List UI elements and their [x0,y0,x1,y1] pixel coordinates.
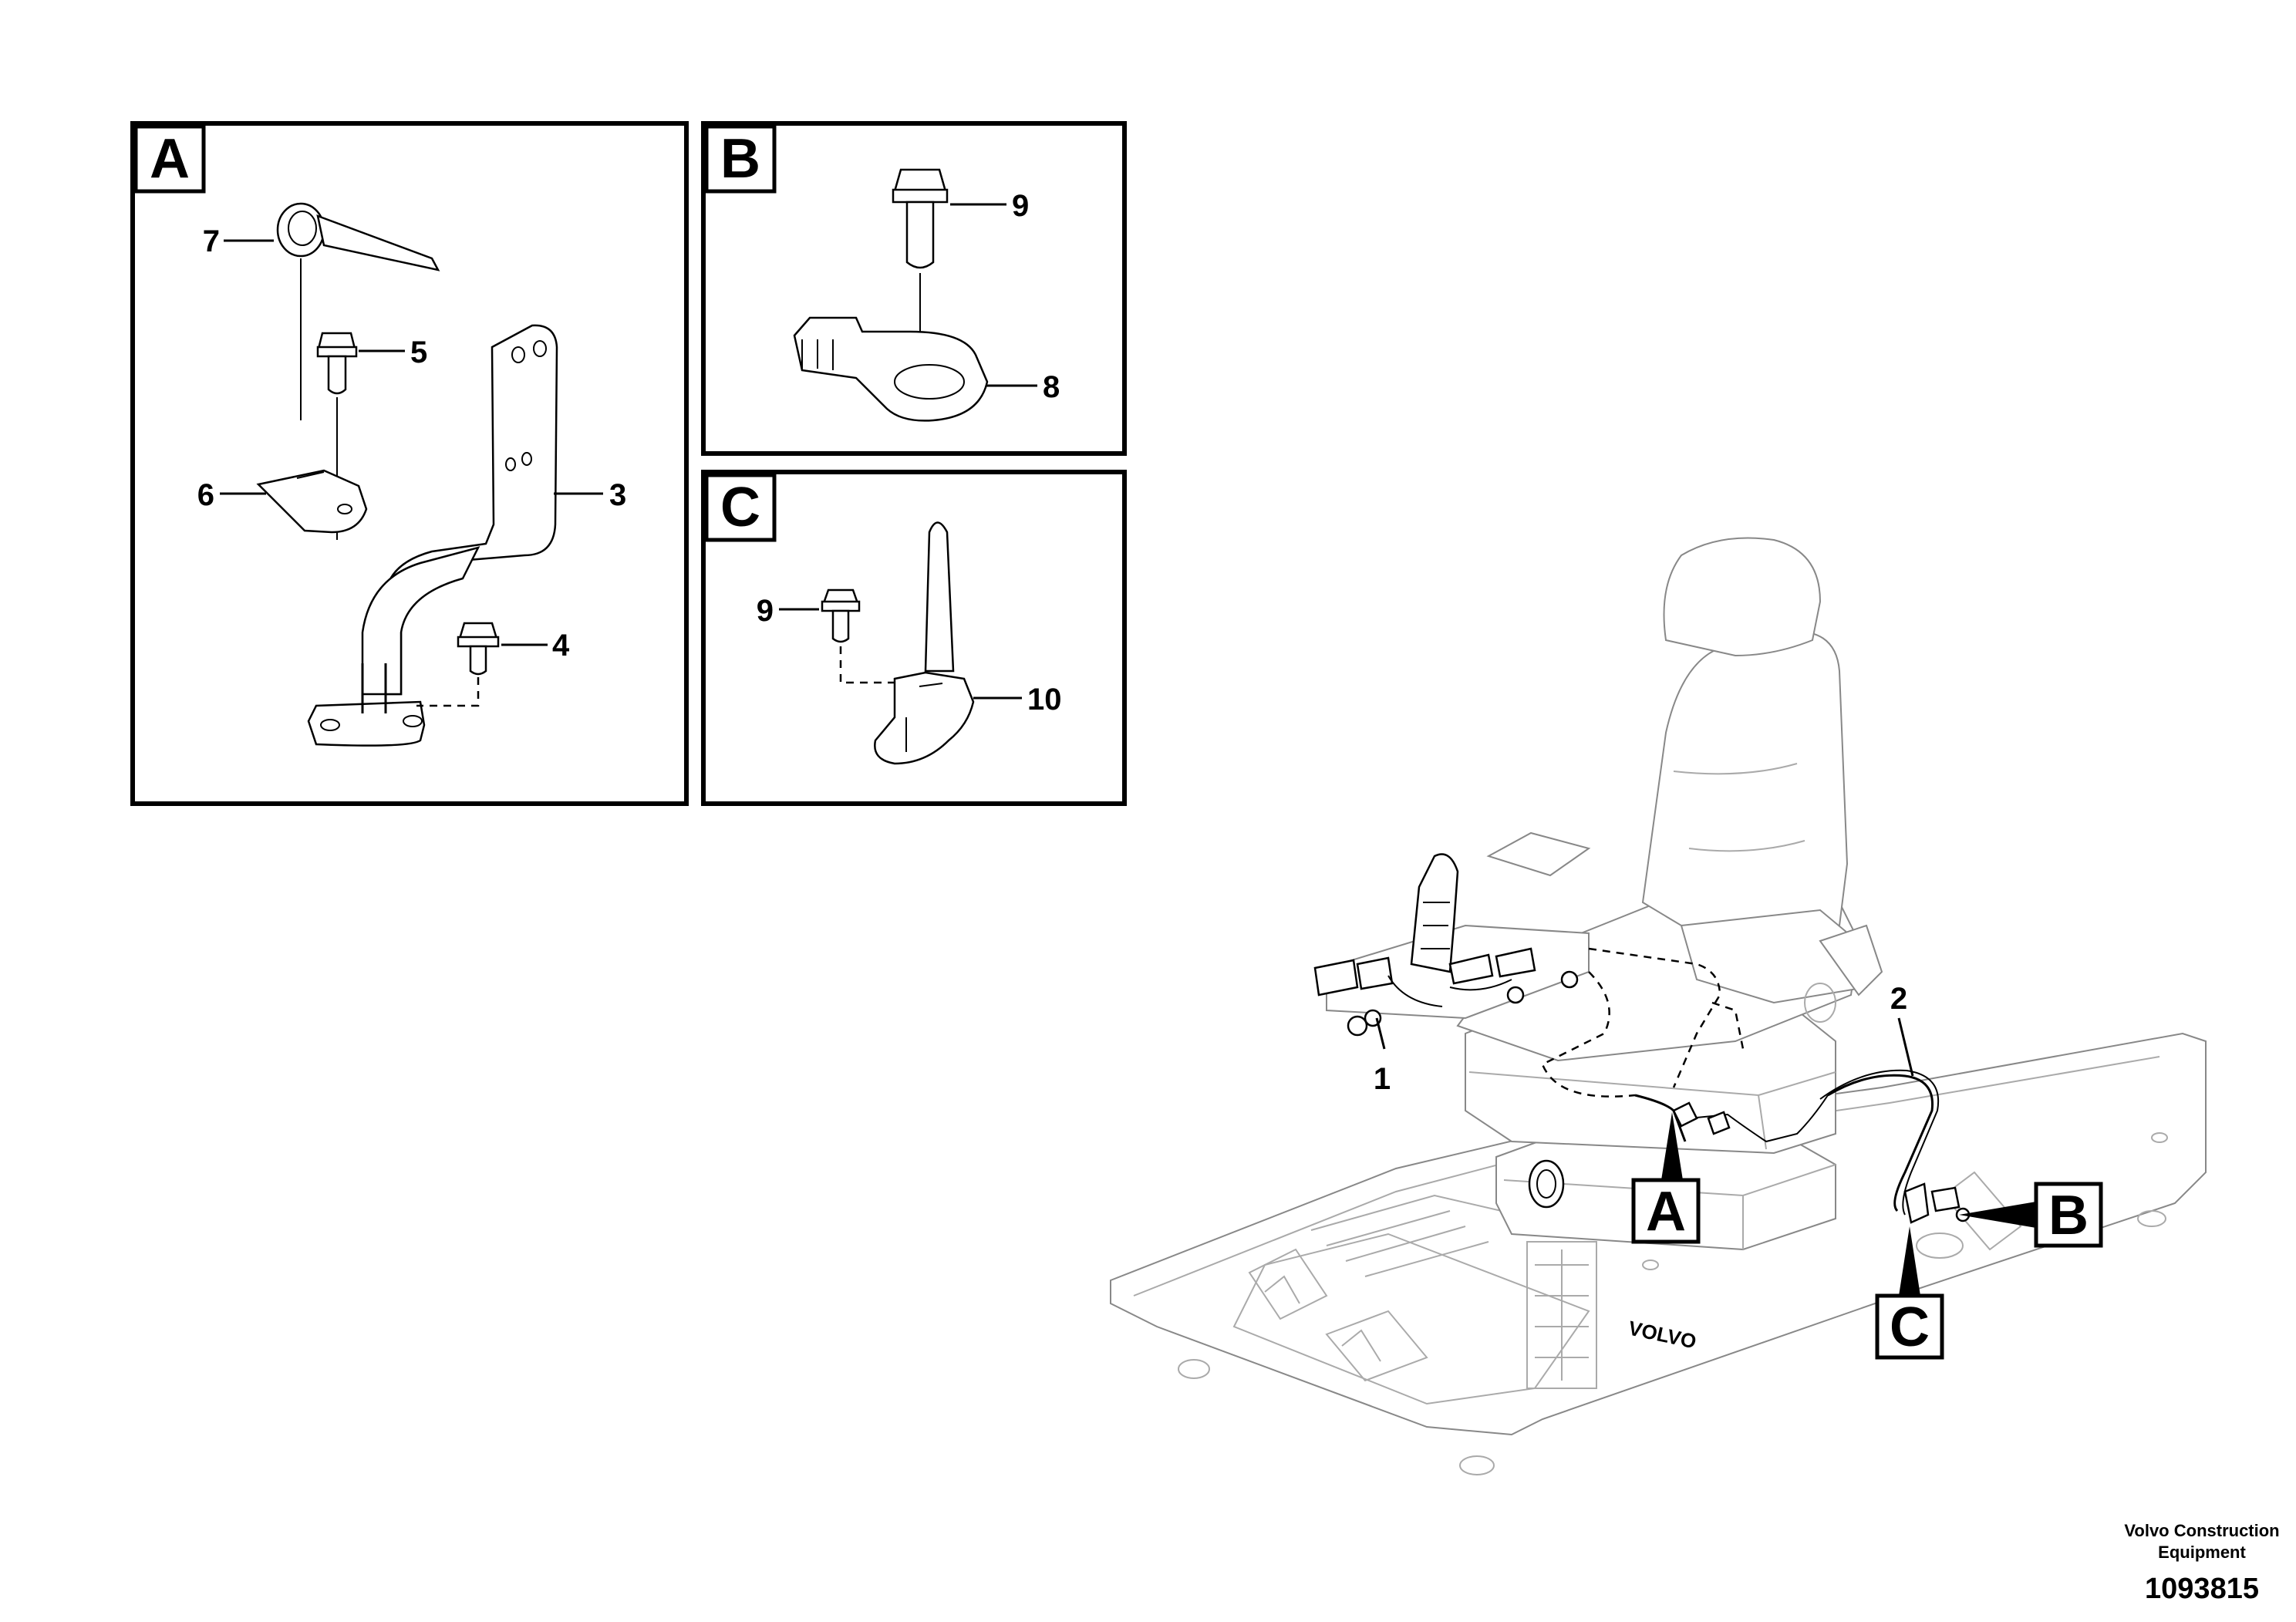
part-9-bolt-b [892,168,949,347]
part-10-pin-holder [874,521,975,765]
pointer-c [1899,1226,1920,1296]
detail-ref-b-box [2034,1182,2103,1248]
leader-2 [1897,1017,1914,1077]
callout-1: 1 [1374,1062,1391,1096]
part-9-c-dash-line [839,646,908,694]
detail-ref-b: B [2048,1185,2089,1246]
wiring-harness-1 [1541,947,1829,1143]
control-console [1313,853,1590,1037]
main-assembly-view: VOLVO [1110,537,2207,1475]
part-6-clip-plate [256,469,368,540]
callout-10: 10 [1027,683,1062,717]
detail-ref-a-box [1631,1178,1701,1244]
detail-panel-b: B 9 8 [701,121,1127,456]
detail-ref-a: A [1646,1181,1686,1243]
callout-2: 2 [1890,982,1907,1016]
company-name-line2: Equipment [2158,1543,2246,1562]
callout-9-c: 9 [757,594,774,628]
panel-c-letter: C [720,477,760,538]
callout-6: 6 [197,478,214,512]
detail-ref-c: C [1890,1297,1930,1358]
part-4-dash-line [361,677,480,707]
drawing-number: 1093815 [2145,1573,2259,1605]
company-name-line1: Volvo Construction [2124,1521,2279,1540]
panel-a-frame [130,121,689,806]
panel-a-letter: A [150,128,190,190]
cable-harness-2 [1819,1069,1971,1224]
panel-c-tab [704,473,777,542]
callout-3: 3 [609,478,626,512]
detail-panel-a: A 7 5 6 [130,121,689,806]
panel-b-tab [704,124,777,194]
part-7-cable-tie [276,202,440,420]
part-9-bolt-c [821,588,861,643]
callout-4: 4 [552,629,570,663]
leader-1 [1375,1017,1386,1050]
callout-7: 7 [203,224,220,258]
panel-a-tab [133,124,206,194]
callout-5: 5 [410,336,427,369]
callout-8: 8 [1043,370,1060,404]
part-3-bracket [307,324,558,747]
part-4-bolt [457,622,500,676]
detail-panel-c: C 9 10 [701,470,1127,806]
pointer-a [1661,1112,1683,1180]
operator-seat [1456,537,1883,1062]
callout-9-b: 9 [1012,189,1029,223]
drawing-credit: Volvo Construction Equipment 1093815 [2124,1521,2279,1605]
detail-ref-c-box [1875,1293,1944,1360]
part-8-holder [793,316,989,422]
pointer-b [1959,1202,2036,1228]
panel-b-letter: B [720,128,760,190]
